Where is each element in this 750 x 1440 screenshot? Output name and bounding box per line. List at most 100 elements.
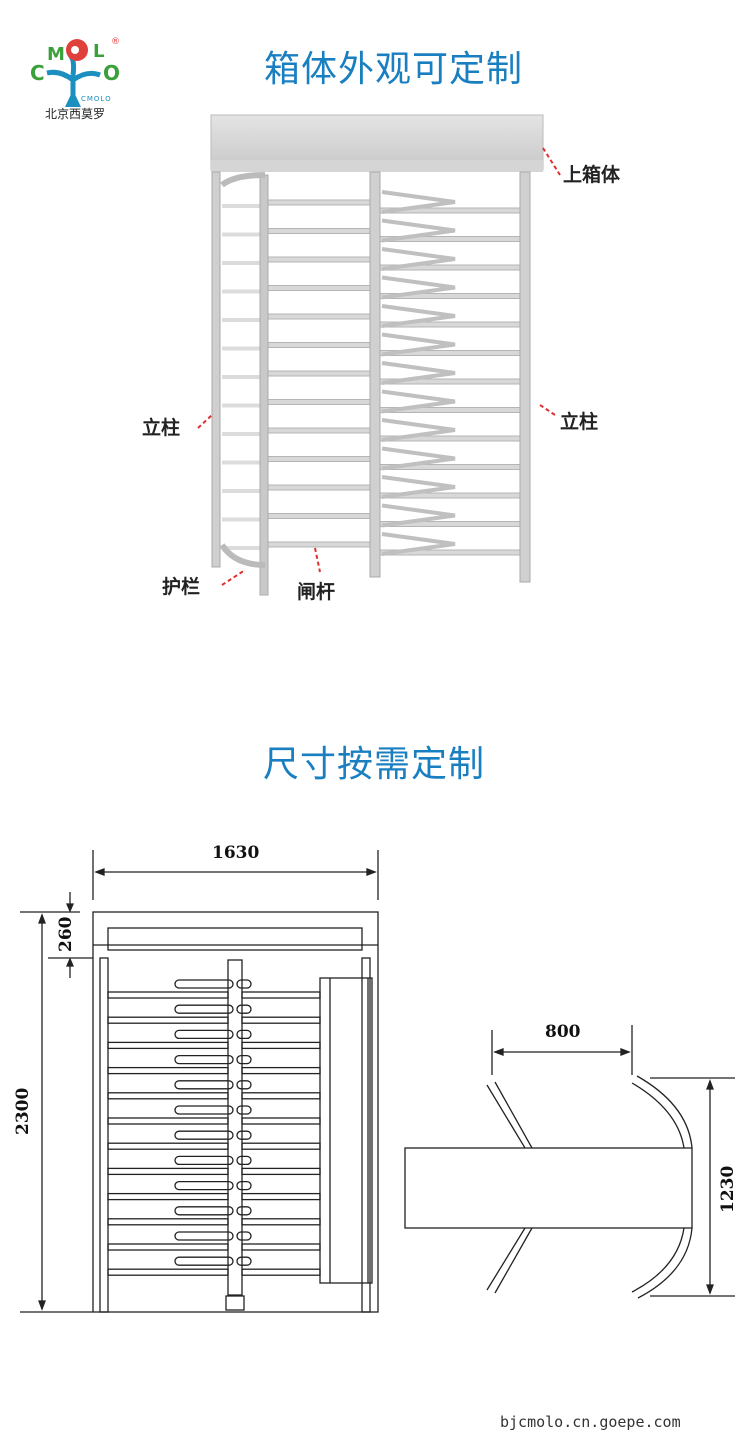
photo-arm <box>381 503 456 528</box>
photo-rail <box>222 204 260 208</box>
photo-rail <box>222 403 260 408</box>
photo-rail <box>222 346 260 351</box>
photo-arm <box>381 247 456 271</box>
post-left <box>211 171 221 568</box>
front-arm <box>174 1180 234 1191</box>
svg-text:L: L <box>93 41 104 62</box>
photo-arm <box>381 332 456 357</box>
front-bar <box>241 1041 321 1050</box>
front-arm <box>174 1054 234 1065</box>
plan-view <box>404 1025 735 1299</box>
photo-rail <box>222 546 260 550</box>
front-arm <box>236 979 252 989</box>
photo-rail <box>222 517 260 522</box>
front-bar <box>107 1192 229 1201</box>
section-title-appearance: 箱体外观可定制 <box>264 49 524 90</box>
front-bar <box>107 1268 229 1276</box>
photo-arm <box>381 304 456 328</box>
label-gate-bar: 闸杆 <box>297 581 336 603</box>
front-arm <box>236 1180 252 1191</box>
front-arm <box>236 1004 252 1014</box>
photo-arm <box>381 275 456 300</box>
photo-arm <box>381 446 456 471</box>
photo-arm <box>381 218 456 243</box>
photo-rail <box>222 489 260 493</box>
svg-text:O: O <box>103 61 120 85</box>
front-bar <box>241 1016 321 1024</box>
turnstile-illustration <box>197 114 561 596</box>
svg-text:M: M <box>47 44 65 65</box>
front-bar <box>107 1041 229 1050</box>
front-bar <box>241 991 321 999</box>
front-bar <box>107 1016 229 1024</box>
front-bar <box>107 991 229 999</box>
label-post-right: 立柱 <box>560 411 599 433</box>
photo-rail <box>222 289 260 294</box>
front-arm <box>236 1105 252 1115</box>
front-arm <box>236 1080 252 1090</box>
label-post-left: 立柱 <box>142 417 181 439</box>
photo-arm <box>381 389 456 414</box>
logo: C M L O ® CMOLO 北京西莫罗 <box>25 35 125 121</box>
dimension-height: 2300 <box>13 1087 33 1135</box>
front-bar <box>241 1142 321 1150</box>
front-bar <box>241 1167 321 1176</box>
post-center <box>369 171 381 578</box>
front-arm <box>174 1206 234 1216</box>
front-arm <box>236 1029 252 1040</box>
front-arm <box>236 1155 252 1166</box>
front-bar <box>241 1218 321 1226</box>
photo-rail <box>222 318 260 322</box>
front-arm <box>174 1155 234 1166</box>
front-arm <box>236 1206 252 1216</box>
front-bar <box>241 1268 321 1276</box>
photo-arm <box>381 190 456 214</box>
front-arm <box>236 1256 252 1266</box>
dimension-passage: 800 <box>545 1022 581 1042</box>
photo-arm <box>381 532 456 556</box>
front-bar <box>241 1192 321 1201</box>
logo-registered-mark: ® <box>111 37 120 47</box>
front-bar <box>107 1218 229 1226</box>
front-arm <box>236 1231 252 1241</box>
front-arm <box>174 1105 234 1115</box>
photo-rail <box>222 232 260 237</box>
front-bar <box>241 1117 321 1125</box>
front-bar <box>241 1092 321 1100</box>
front-arm <box>174 1029 234 1040</box>
front-bar <box>241 1066 321 1075</box>
front-arm <box>174 1080 234 1090</box>
label-guardrail: 护栏 <box>162 576 201 598</box>
watermark: bjcmolo.cn.goepe.com <box>500 1413 681 1431</box>
front-bar <box>107 1142 229 1150</box>
front-arm <box>174 1130 234 1140</box>
front-arm <box>174 1231 234 1241</box>
dimension-top-height: 260 <box>56 916 76 953</box>
front-arm <box>174 1004 234 1014</box>
front-bar <box>107 1066 229 1075</box>
front-arm <box>236 1130 252 1140</box>
front-elevation <box>20 850 379 1313</box>
post-right <box>519 171 531 583</box>
front-bar <box>107 1167 229 1176</box>
dimension-depth: 1230 <box>718 1165 738 1213</box>
photo-rail <box>222 261 260 265</box>
photo-rail <box>222 460 260 465</box>
front-bar <box>107 1092 229 1100</box>
logo-company-name: 北京西莫罗 <box>45 107 106 121</box>
logo-sub-text: CMOLO <box>81 95 112 103</box>
svg-text:C: C <box>30 61 45 85</box>
front-bar <box>241 1243 321 1251</box>
dimension-width: 1630 <box>212 843 260 863</box>
label-top-box: 上箱体 <box>563 164 621 186</box>
photo-rail <box>222 432 260 436</box>
section-title-dimensions: 尺寸按需定制 <box>263 744 486 785</box>
front-arm <box>174 979 234 989</box>
photo-rail <box>222 375 260 379</box>
front-arm <box>174 1256 234 1266</box>
photo-arm <box>381 475 456 499</box>
front-arm <box>236 1054 252 1065</box>
front-bar <box>107 1243 229 1251</box>
photo-arm <box>381 361 456 385</box>
